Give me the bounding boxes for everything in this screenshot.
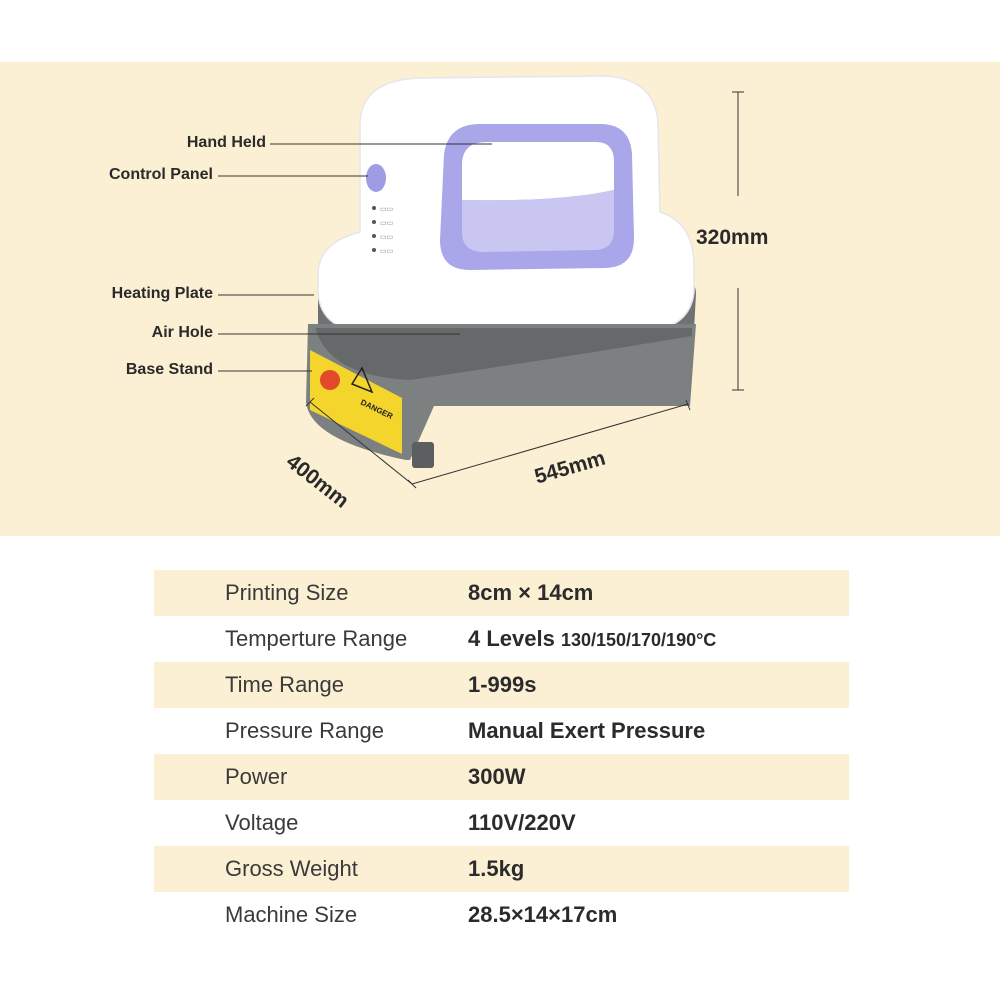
spec-value: Manual Exert Pressure [468,718,706,743]
callout-hand-held: Hand Held [186,134,266,151]
spec-value: 28.5×14×17cm [468,902,618,927]
spec-row: Voltage 110V/220V [154,800,849,846]
svg-text:▭▭: ▭▭ [380,234,393,241]
svg-text:▭▭: ▭▭ [380,206,393,213]
heat-press-illustration: ▭▭▭▭ ▭▭▭▭ DANGER [218,75,744,489]
spec-value: 300W [468,764,526,789]
spec-label: Machine Size [225,902,358,927]
spec-label: Pressure Range [225,718,384,743]
svg-text:▭▭: ▭▭ [380,248,393,255]
spec-table: Printing Size 8cm × 14cm Temperture Rang… [154,570,849,938]
spec-value: 1.5kg [468,856,525,881]
dimension-height: 320mm [696,226,769,249]
callout-air-hole: Air Hole [151,324,213,341]
spec-label: Power [225,764,288,789]
spec-row: Gross Weight 1.5kg [154,846,849,892]
callout-lines [218,143,492,372]
spec-label: Printing Size [225,580,349,605]
spec-row: Printing Size 8cm × 14cm [154,570,849,616]
spec-row: Time Range 1-999s [154,662,849,708]
dimension-lines [305,91,744,489]
spec-value: 110V/220V [468,810,576,835]
handle-opening [462,142,614,201]
spec-value: 4 Levels 130/150/170/190°C [468,626,717,651]
product-hero: ▭▭▭▭ ▭▭▭▭ DANGER [0,62,1000,536]
spec-row: Power 300W [154,754,849,800]
spec-label: Voltage [225,810,299,835]
indicator-lights [372,206,376,252]
base-foot [412,442,434,468]
spec-row: Temperture Range 4 Levels 130/150/170/19… [154,616,849,662]
svg-text:▭▭: ▭▭ [380,220,393,227]
spec-label: Time Range [225,672,345,697]
warning-sign-icon [320,370,340,390]
spec-row: Machine Size 28.5×14×17cm [154,892,849,938]
handle-inner-shadow [462,190,614,252]
spec-value: 8cm × 14cm [468,580,594,605]
spec-row: Pressure Range Manual Exert Pressure [154,708,849,754]
callout-heating-plate: Heating Plate [111,285,213,302]
spec-value: 1-999s [468,672,537,697]
callout-base-stand: Base Stand [125,361,213,378]
warning-triangle-icon [350,366,374,394]
spec-label: Gross Weight [225,856,358,881]
control-button [366,164,386,192]
indicator-marks: ▭▭ ▭▭ ▭▭ ▭▭ [380,206,393,255]
callout-control-panel: Control Panel [108,166,213,183]
spec-label: Temperture Range [225,626,408,651]
base-stand-rim [316,328,692,380]
